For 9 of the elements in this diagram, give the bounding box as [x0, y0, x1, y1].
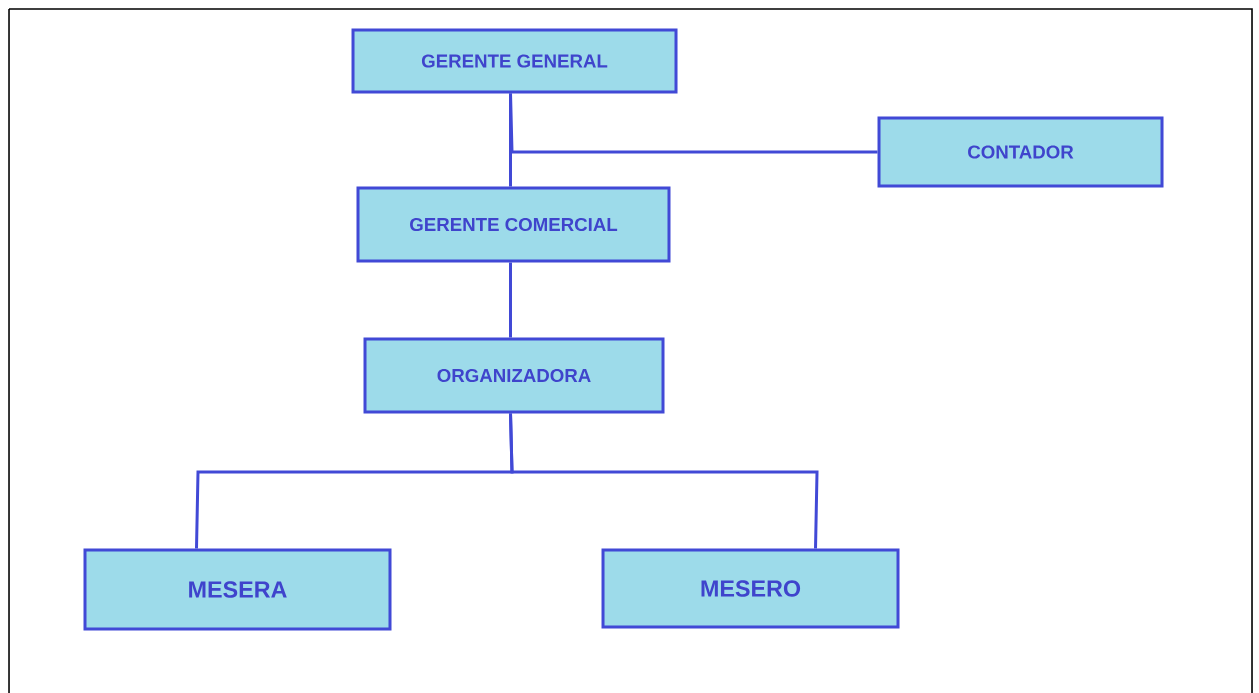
org-box: GERENTE COMERCIAL [356, 186, 671, 263]
org-box: MESERA [83, 548, 392, 631]
connector-line [509, 93, 878, 154]
connector-line [509, 413, 819, 549]
org-box: GERENTE GENERAL [351, 28, 678, 94]
org-box: ORGANIZADORA [363, 337, 665, 414]
connector-line [509, 262, 512, 338]
org-box: CONTADOR [877, 116, 1164, 188]
org-box: MESERO [601, 548, 900, 629]
